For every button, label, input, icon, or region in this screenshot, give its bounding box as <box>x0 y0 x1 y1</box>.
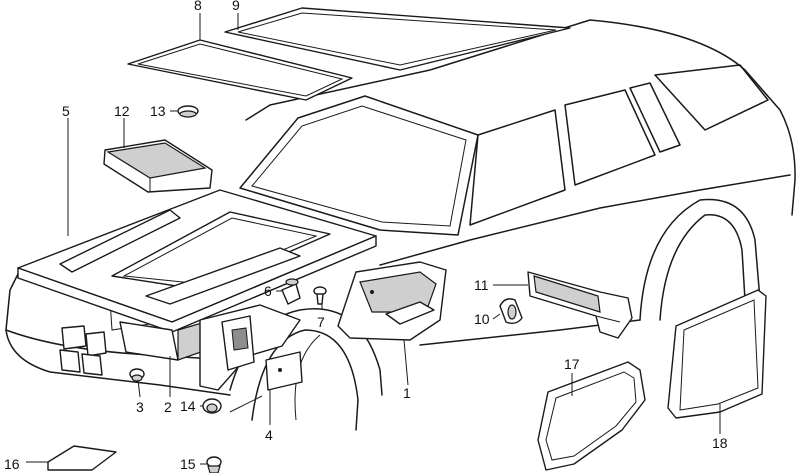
part-2-bracket[interactable] <box>119 319 219 361</box>
callout-1: 1 <box>403 385 411 401</box>
part-15-clip[interactable] <box>206 456 222 473</box>
part-7-screw[interactable] <box>313 286 327 305</box>
callout-2: 2 <box>164 399 172 415</box>
part-9-sunroof-liner[interactable] <box>224 7 571 71</box>
part-16-pad[interactable] <box>47 445 117 471</box>
part-3-plug[interactable] <box>129 368 145 382</box>
leader-lines <box>26 13 721 465</box>
windshield-inner <box>251 105 467 227</box>
side-window-middle <box>564 89 656 186</box>
part-13-grommet[interactable] <box>177 105 199 118</box>
callout-14: 14 <box>180 398 196 414</box>
part-4-sound-plate[interactable] <box>199 304 303 391</box>
part-8-roof-panel[interactable] <box>127 39 353 101</box>
part-6-clip[interactable] <box>281 278 301 305</box>
callout-16: 16 <box>4 456 20 472</box>
callout-7: 7 <box>317 314 325 330</box>
part-10-cap[interactable] <box>499 298 523 325</box>
callout-15: 15 <box>180 456 196 472</box>
callout-5: 5 <box>62 103 70 119</box>
callout-11: 11 <box>474 277 489 293</box>
callout-9: 9 <box>232 0 240 13</box>
callouts: 8 9 5 12 13 6 7 11 10 1 3 2 14 4 17 18 1… <box>4 0 728 472</box>
callout-8: 8 <box>194 0 202 13</box>
callout-13: 13 <box>150 103 166 119</box>
part-5-hood-insulation[interactable] <box>17 189 377 333</box>
part-1-wheelhouse-cover[interactable] <box>337 261 447 341</box>
callout-4: 4 <box>265 427 273 443</box>
side-window-front <box>469 109 566 226</box>
side-window-quarter <box>654 64 769 131</box>
callout-12: 12 <box>114 103 130 119</box>
part-11-channel[interactable] <box>527 271 633 339</box>
part-17-trim-panel[interactable] <box>537 361 646 471</box>
callout-10: 10 <box>474 311 490 327</box>
callout-3: 3 <box>136 399 144 415</box>
part-12-cover-tray[interactable] <box>103 139 213 193</box>
callout-17: 17 <box>564 356 580 372</box>
callout-6: 6 <box>264 283 272 299</box>
callout-18: 18 <box>712 435 728 451</box>
side-window-rear <box>629 82 681 153</box>
part-18-trim-panel[interactable] <box>667 289 767 419</box>
part-14-grommet[interactable] <box>202 398 222 414</box>
